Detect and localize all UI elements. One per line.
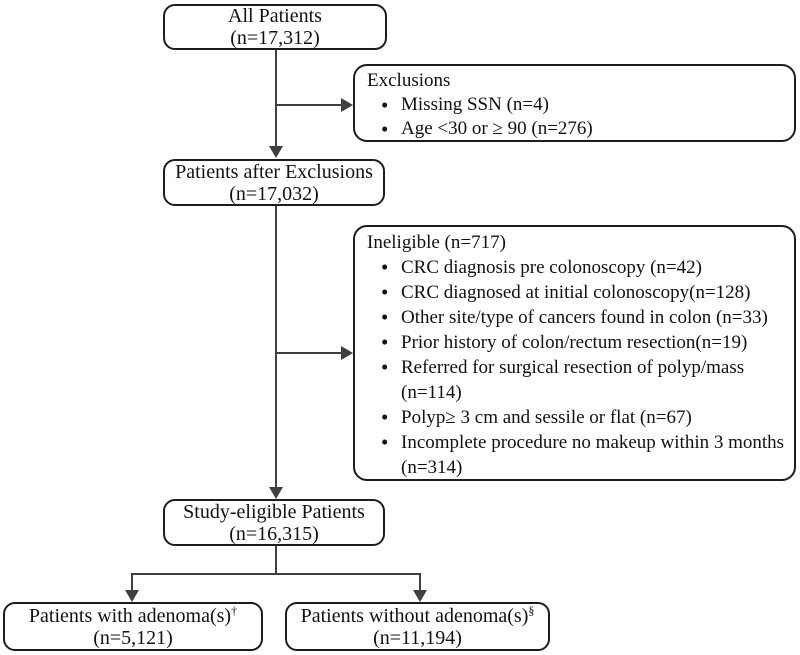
list-item: CRC diagnosis pre colonoscopy (n=42) bbox=[367, 255, 788, 280]
box-count: (n=5,121) bbox=[93, 626, 173, 649]
exclusions-title: Exclusions bbox=[367, 70, 451, 91]
box-patients-with-adenoma: Patients with adenoma(s)† (n=5,121) bbox=[3, 602, 263, 651]
list-item: Incomplete procedure no makeup within 3 … bbox=[367, 430, 788, 480]
box-title: Study-eligible Patients bbox=[183, 500, 365, 523]
list-item: CRC diagnosed at initial colonoscopy(n=1… bbox=[367, 280, 788, 305]
list-item: Polyp≥ 3 cm and sessile or flat (n=67) bbox=[367, 405, 788, 430]
connector-branch-ineligible bbox=[276, 352, 342, 354]
list-item: Referred for surgical resection of polyp… bbox=[367, 355, 788, 405]
box-exclusions: Exclusions Missing SSN (n=4) Age <30 or … bbox=[353, 64, 796, 142]
section-footnote-mark: § bbox=[528, 602, 535, 617]
box-count: (n=17,312) bbox=[230, 27, 320, 49]
ineligible-title: Ineligible (n=717) bbox=[367, 232, 506, 253]
box-count: (n=16,315) bbox=[229, 522, 319, 545]
box-all-patients: All Patients (n=17,312) bbox=[163, 4, 387, 50]
arrowhead-down-after-exclusions bbox=[269, 146, 283, 158]
connector-split-horizontal bbox=[131, 573, 421, 575]
connector-branch-exclusions bbox=[276, 104, 342, 106]
list-item: Age <30 or ≥ 90 (n=276) bbox=[367, 117, 788, 141]
connector-after-exclusions-to-eligible bbox=[275, 206, 277, 487]
box-title-text: Patients with adenoma(s) bbox=[28, 604, 232, 627]
box-title-text: Patients without adenoma(s) bbox=[300, 604, 529, 627]
connector-split-right bbox=[419, 573, 421, 591]
box-title: Patients after Exclusions bbox=[175, 160, 373, 183]
list-item: Missing SSN (n=4) bbox=[367, 93, 788, 117]
arrowhead-down-with-adenoma bbox=[125, 590, 139, 602]
list-item: Other site/type of cancers found in colo… bbox=[367, 305, 788, 330]
exclusions-list: Missing SSN (n=4) Age <30 or ≥ 90 (n=276… bbox=[367, 93, 788, 141]
box-study-eligible-patients: Study-eligible Patients (n=16,315) bbox=[163, 499, 385, 546]
arrowhead-right-ineligible bbox=[341, 346, 353, 360]
box-patients-after-exclusions: Patients after Exclusions (n=17,032) bbox=[163, 159, 385, 206]
box-title: Patients without adenoma(s)§ bbox=[300, 602, 535, 627]
arrowhead-down-without-adenoma bbox=[413, 590, 427, 602]
box-ineligible: Ineligible (n=717) CRC diagnosis pre col… bbox=[353, 225, 796, 481]
dagger-footnote-mark: † bbox=[231, 602, 238, 617]
connector-all-to-after-exclusions bbox=[275, 50, 277, 147]
arrowhead-right-exclusions bbox=[341, 98, 353, 112]
box-count: (n=11,194) bbox=[373, 626, 462, 649]
box-title: All Patients bbox=[228, 5, 322, 27]
connector-split-left bbox=[131, 573, 133, 591]
ineligible-list: CRC diagnosis pre colonoscopy (n=42) CRC… bbox=[367, 255, 788, 480]
box-title: Patients with adenoma(s)† bbox=[28, 602, 238, 627]
list-item: Prior history of colon/rectum resection(… bbox=[367, 330, 788, 355]
box-count: (n=17,032) bbox=[229, 182, 319, 205]
connector-eligible-stem bbox=[275, 546, 277, 575]
arrowhead-down-study-eligible bbox=[269, 487, 283, 499]
box-patients-without-adenoma: Patients without adenoma(s)§ (n=11,194) bbox=[285, 602, 550, 651]
